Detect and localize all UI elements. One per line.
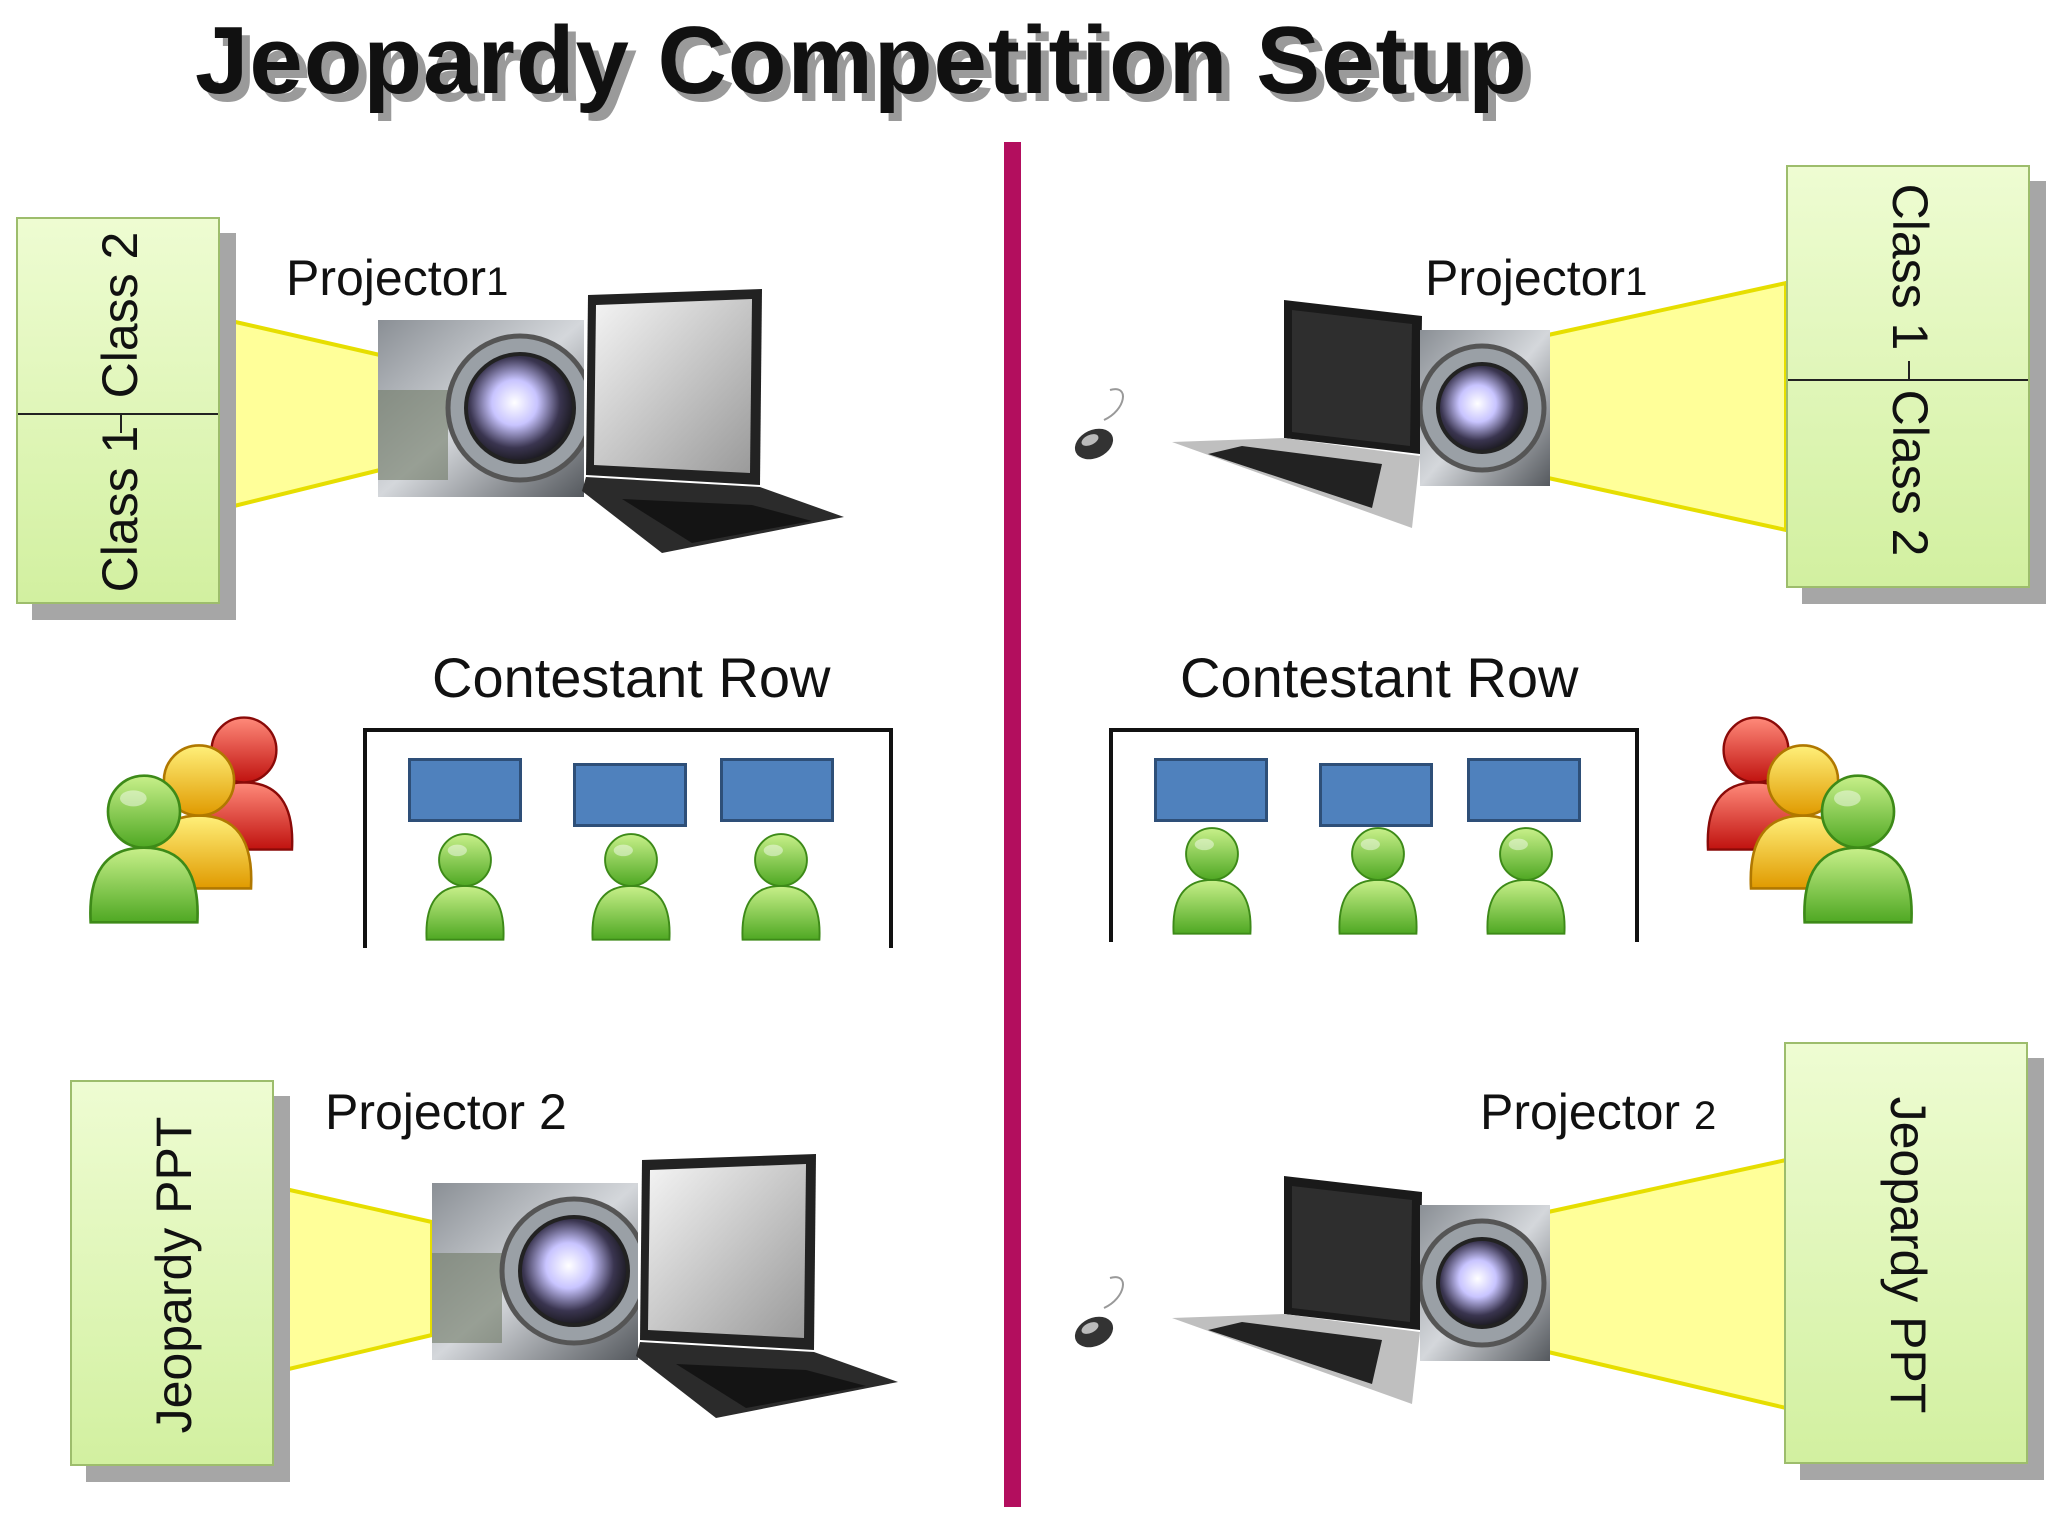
left-projector2-label: Projector 2 xyxy=(325,1084,567,1140)
right-screen-class2-label: Class 2 xyxy=(1882,389,1938,557)
page-title: Jeopardy Competition Setup xyxy=(195,7,1528,114)
right-projector1-label: Projector1 xyxy=(1425,250,1648,306)
left-projector2-icon xyxy=(432,1183,638,1360)
left-projector1-label: Projector1 xyxy=(286,250,509,306)
right-projector2-label: Projector 2 xyxy=(1480,1084,1717,1140)
right-contestant-2-icon xyxy=(1330,820,1426,936)
right-contestant-row-bracket xyxy=(1109,728,1639,942)
screen-split-tick xyxy=(120,413,122,433)
left-desk-3 xyxy=(720,758,834,822)
right-mouse1-icon xyxy=(1074,388,1124,460)
right-laptop1-icon xyxy=(1172,300,1422,528)
right-desk-1 xyxy=(1154,758,1268,822)
left-desk-1 xyxy=(408,758,522,822)
left-contestant-row-label: Contestant Row xyxy=(432,646,831,709)
screen-split-tick xyxy=(1908,361,1910,381)
right-contestant-3-icon xyxy=(1478,820,1574,936)
right-audience-group-icon xyxy=(1706,716,1913,924)
left-class-screen: Class 2 Class 1 xyxy=(16,217,220,604)
left-jeopardy-screen: Jeopardy PPT xyxy=(70,1080,274,1466)
left-laptop2-icon xyxy=(636,1154,898,1418)
right-class-screen: Class 1 Class 2 xyxy=(1786,165,2030,588)
right-jeopardy-screen: Jeopardy PPT xyxy=(1784,1042,2028,1464)
right-desk-2 xyxy=(1319,763,1433,827)
right-desk-3 xyxy=(1467,758,1581,822)
right-mouse2-icon xyxy=(1074,1276,1124,1348)
right-projector2-icon xyxy=(1420,1205,1550,1361)
right-contestant-row-label: Contestant Row xyxy=(1180,646,1579,709)
right-laptop2-icon xyxy=(1172,1176,1422,1404)
right-jeopardy-screen-label: Jeopardy PPT xyxy=(1880,1096,1936,1414)
left-laptop1-icon xyxy=(582,289,844,553)
screen-split-line xyxy=(18,413,218,415)
room-divider xyxy=(1004,142,1021,1507)
right-projector1-icon xyxy=(1420,330,1550,486)
left-desk-2 xyxy=(573,763,687,827)
right-screen-class1-label: Class 1 xyxy=(1882,183,1938,351)
left-projector1-icon xyxy=(378,320,584,497)
right-contestant-1-icon xyxy=(1164,820,1260,936)
left-contestant-row-bracket xyxy=(363,728,893,948)
